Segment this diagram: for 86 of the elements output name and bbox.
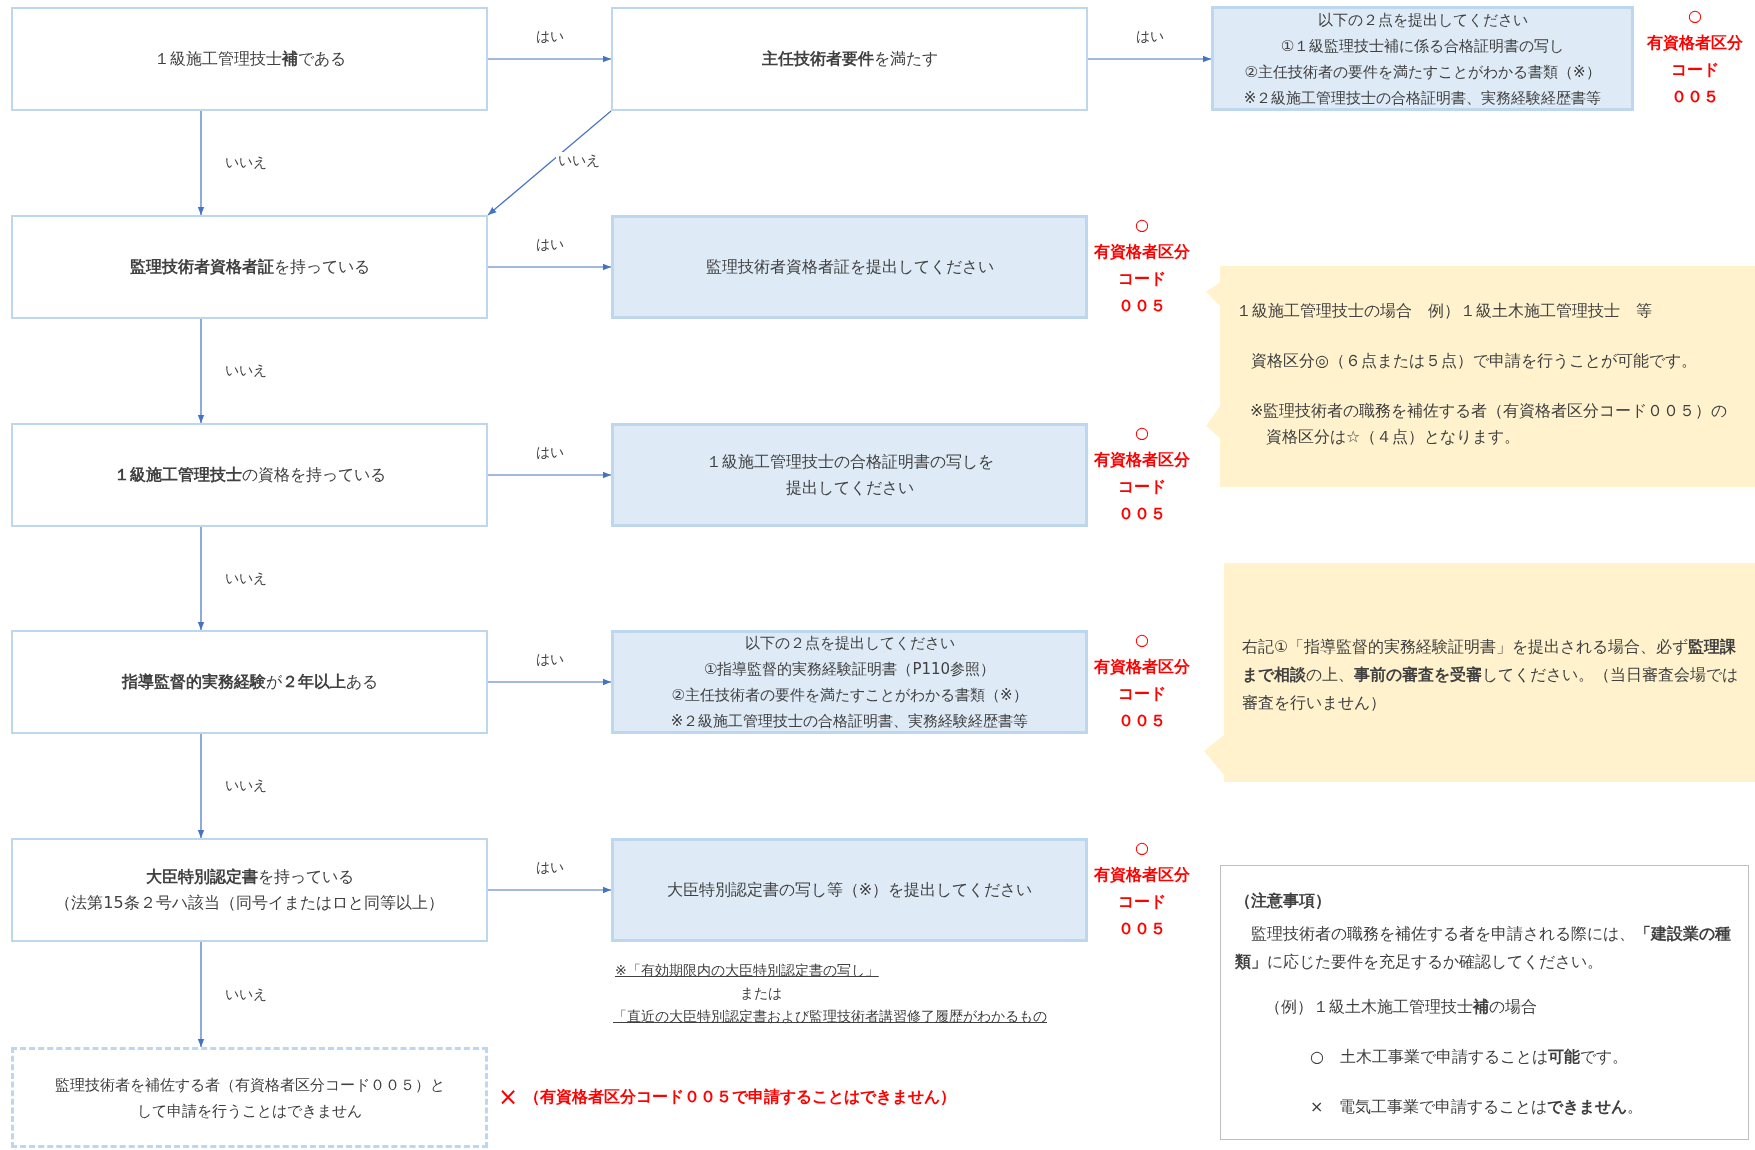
- circle-mark: ○: [1134, 838, 1150, 857]
- code-text: ００５: [1117, 919, 1167, 940]
- callout-text: ※監理技術者の職務を補佐する者（有資格者区分コード００５）の資格区分は☆（４点）となります。: [1249, 400, 1729, 448]
- note-text: ○ 土木工事業で申請することは可能です。: [1309, 1046, 1629, 1068]
- edge-label: いいえ: [556, 152, 602, 170]
- instruction-text: ①指導監督的実務経験証明書（P110参照）: [703, 659, 996, 680]
- circle-mark: ○: [1134, 215, 1150, 234]
- instruction-text: 以下の２点を提出してください: [744, 633, 955, 654]
- edge-label: いいえ: [223, 985, 269, 1004]
- circle-mark: ○: [1134, 630, 1150, 649]
- instruction-text: ②主任技術者の要件を満たすことがわかる書類（※）: [671, 685, 1028, 706]
- cross-mark: ×: [498, 1083, 519, 1111]
- question-box: [11, 838, 488, 942]
- code-text: 有資格者区分: [1646, 33, 1744, 54]
- code-text: ００５: [1117, 504, 1167, 525]
- question-box: [11, 215, 488, 319]
- question-text: 大臣特別認定書を持っている: [145, 866, 354, 888]
- circle-mark: ○: [1134, 423, 1150, 442]
- arrow: [197, 110, 205, 216]
- callout-text: 右記①「指導監督的実務経験証明書」を提出される場合、必ず監理課まで相談の上、事前の審査を受審してください。（当日審査会場では審査を行いません）: [1242, 636, 1739, 714]
- result-box: [11, 1047, 488, 1148]
- question-text: 指導監督的実務経験が２年以上ある: [121, 671, 378, 693]
- instruction-box: [611, 630, 1088, 734]
- code-text: コード: [1117, 684, 1167, 705]
- question-box: [11, 630, 488, 734]
- code-text: 有資格者区分: [1093, 865, 1191, 886]
- instruction-box: [611, 423, 1088, 527]
- code-text: ００５: [1117, 296, 1167, 317]
- warning-text: （有資格者区分コード００５で申請することはできません）: [524, 1087, 956, 1108]
- footnote-text: または: [740, 985, 782, 1003]
- arrow: [487, 110, 612, 216]
- arrow: [197, 318, 205, 424]
- question-box: [611, 7, 1088, 111]
- result-text: 監理技術者を補佐する者（有資格者区分コード００５）として申請を行うことはできません: [54, 1074, 445, 1122]
- code-text: 有資格者区分: [1093, 450, 1191, 471]
- code-text: コード: [1117, 269, 1167, 290]
- instruction-box: [611, 838, 1088, 942]
- code-text: ００５: [1117, 711, 1167, 732]
- arrow: [197, 941, 205, 1048]
- instruction-text: 以下の２点を提出してください: [1317, 9, 1528, 31]
- question-text: 主任技術者要件を満たす: [761, 48, 938, 70]
- code-text: コード: [1670, 60, 1720, 81]
- instruction-text: 大臣特別認定書の写し等（※）を提出してください: [666, 879, 1033, 901]
- note-text: × 電気工事業で申請することはできません。: [1309, 1096, 1645, 1118]
- code-text: 有資格者区分: [1093, 657, 1191, 678]
- question-text: １級施工管理技士の資格を持っている: [113, 464, 386, 486]
- instruction-box: [1211, 6, 1634, 111]
- instruction-text: 監理技術者資格者証を提出してください: [705, 256, 994, 278]
- question-box: [11, 7, 488, 111]
- instruction-text: ※２級施工管理技士の合格証明書、実務経験経歴書等: [670, 711, 1029, 732]
- note-text: 監理技術者の職務を補佐する者を申請される際には、「建設業の種類」に応じた要件を充足するか確認してください。: [1235, 923, 1732, 973]
- callout-bubble: [1204, 563, 1755, 782]
- question-text: （法第15条２号ハ該当（同号イまたはロと同等以上）: [55, 892, 444, 914]
- note-text: （例）１級土木施工管理技士補の場合: [1264, 996, 1538, 1018]
- instruction-text: １級施工管理技士の合格証明書の写しを提出してください: [704, 451, 995, 499]
- instruction-text: ①１級監理技士補に係る合格証明書の写し: [1280, 35, 1565, 57]
- code-text: コード: [1117, 477, 1167, 498]
- note-box: [1220, 865, 1749, 1140]
- arrow: [487, 678, 612, 686]
- callout-bubble: [1206, 266, 1755, 487]
- question-text: 監理技術者資格者証を持っている: [129, 256, 370, 278]
- question-box: [11, 423, 488, 527]
- instruction-text: ※２級施工管理技士の合格証明書、実務経験経歴書等: [1243, 87, 1602, 109]
- instruction-text: ②主任技術者の要件を満たすことがわかる書類（※）: [1244, 61, 1601, 83]
- circle-mark: ○: [1687, 6, 1703, 25]
- footnote-text: 「直近の大臣特別認定書および監理技術者講習修了履歴がわかるもの: [613, 1008, 1047, 1026]
- instruction-box: [611, 215, 1088, 319]
- question-text: １級施工管理技士補である: [153, 48, 346, 70]
- arrow: [1087, 55, 1212, 63]
- edge-label: いいえ: [223, 362, 269, 380]
- code-text: ００５: [1670, 87, 1720, 108]
- callout-text: １級施工管理技士の場合 例）１級土木施工管理技士 等: [1236, 300, 1653, 322]
- edge-label: いいえ: [223, 154, 269, 172]
- callout-text: 資格区分◎（６点または５点）で申請を行うことが可能です。: [1250, 350, 1698, 372]
- arrow: [197, 733, 205, 839]
- arrow: [487, 471, 612, 479]
- code-text: 有資格者区分: [1093, 242, 1191, 263]
- arrow: [487, 55, 612, 63]
- edge-label: いいえ: [223, 569, 269, 588]
- edge-label: いいえ: [223, 777, 269, 795]
- arrow: [197, 526, 205, 631]
- arrow: [487, 263, 612, 271]
- note-text: （注意事項）: [1235, 890, 1332, 912]
- arrow: [487, 886, 612, 894]
- footnote-text: ※「有効期限内の大臣特別認定書の写し」: [615, 962, 879, 980]
- code-text: コード: [1117, 892, 1167, 913]
